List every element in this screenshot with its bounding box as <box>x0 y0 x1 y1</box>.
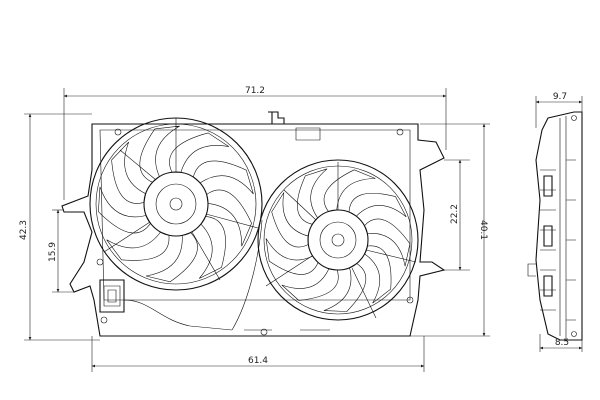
dimension-depth-top: 9.7 <box>535 92 583 128</box>
fan-blade <box>281 268 339 301</box>
fan-blade <box>348 193 407 218</box>
side-view <box>527 111 583 341</box>
left-fan-struts <box>103 118 259 281</box>
right-fan-blades <box>265 168 411 312</box>
fan-blade <box>145 232 198 283</box>
fan-blade <box>169 132 230 173</box>
fan-blade <box>364 218 411 267</box>
dim-overall-height-label: 42.3 <box>19 220 29 240</box>
fan-blade <box>192 160 254 195</box>
dimension-depth-bottom: 8.5 <box>539 334 583 352</box>
fan-blade <box>206 189 252 247</box>
dimension-right-height: 40.1 <box>410 123 490 337</box>
dimension-lower-height: 15.9 <box>48 209 74 293</box>
dimension-right-inner-height: 22.2 <box>444 159 470 271</box>
fan-blade <box>106 231 170 261</box>
dim-depth-top-label: 9.7 <box>553 92 567 102</box>
right-fan <box>257 159 419 321</box>
dim-depth-bottom-label: 8.5 <box>555 338 569 348</box>
left-fan-blades <box>98 125 254 283</box>
fan-blade <box>198 216 226 279</box>
right-fan-struts <box>265 162 417 319</box>
fan-blade <box>98 186 151 234</box>
fan-blade <box>323 263 367 312</box>
fan-blade <box>364 245 392 304</box>
fan-blade <box>271 192 309 248</box>
fan-blade <box>297 168 328 225</box>
dim-bottom-width-label: 61.4 <box>248 356 268 366</box>
left-fan <box>89 117 263 291</box>
fan-blade <box>139 125 180 183</box>
fan-blade <box>111 141 147 204</box>
dimension-overall-height: 42.3 <box>19 113 100 341</box>
shroud-frame <box>61 111 446 337</box>
dimension-bottom-width: 61.4 <box>91 336 425 372</box>
fan-blade <box>265 238 319 275</box>
dim-overall-width-label: 71.2 <box>245 86 265 96</box>
dim-lower-height-label: 15.9 <box>48 242 58 262</box>
dim-right-height-label: 40.1 <box>478 220 488 240</box>
fan-blade <box>323 169 376 212</box>
dim-right-inner-height-label: 22.2 <box>450 204 460 224</box>
dimension-overall-width: 71.2 <box>63 86 447 200</box>
